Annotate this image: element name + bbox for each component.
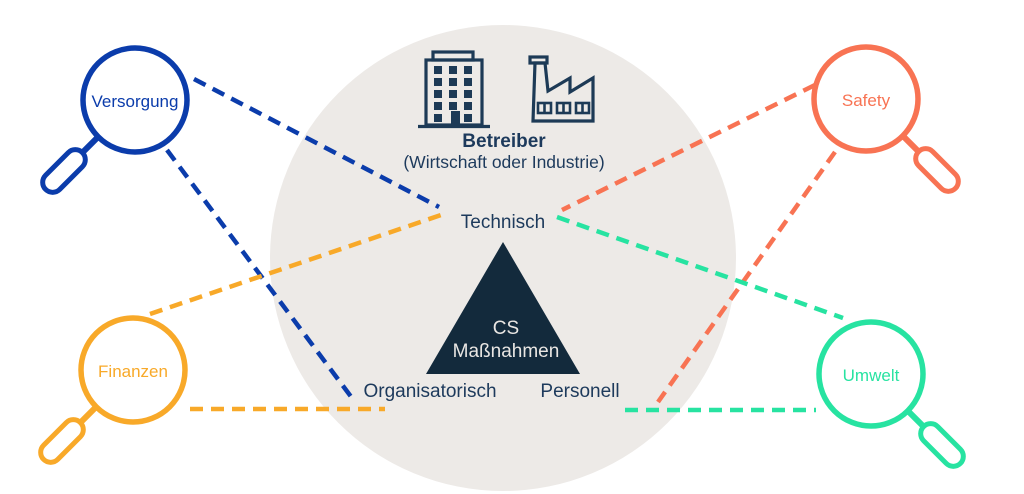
connector-safety-technisch [561,82,816,213]
building-door [451,111,460,125]
magnifier-icon [811,44,961,194]
connector-umwelt-technisch [556,214,844,321]
lens-label-umwelt: Umwelt [843,366,900,385]
magnifier-icon [40,45,190,195]
lens-safety: Safety [811,44,961,194]
vertex-label-personell: Personell [540,381,619,402]
lens-label-safety: Safety [842,91,891,110]
magnifier-icon [38,315,188,465]
magnifier-icon [816,319,966,469]
factory-icon [528,55,595,123]
lens-finanzen: Finanzen [38,315,188,465]
triangle-label-line2: Maßnahmen [453,341,560,362]
operator-title: Betreiber [462,131,546,152]
vertex-label-technisch: Technisch [461,212,546,233]
lens-label-finanzen: Finanzen [98,362,168,381]
lens-umwelt: Umwelt [816,319,966,469]
office-building-icon [418,50,490,129]
connector-finanzen-technisch [149,212,442,317]
lens-label-versorgung: Versorgung [92,92,179,111]
connector-versorgung-technisch [192,77,441,209]
operator-subtitle: (Wirtschaft oder Industrie) [403,152,604,172]
vertex-label-organisatorisch: Organisatorisch [363,381,496,402]
connector-safety-personell [656,150,837,404]
building-windows [434,66,472,125]
connector-versorgung-organisatorisch [165,148,354,400]
triangle-label-line1: CS [493,318,519,339]
cs-measures-triangle [426,242,580,374]
lens-versorgung: Versorgung [40,45,190,195]
factory-windows [536,101,591,115]
